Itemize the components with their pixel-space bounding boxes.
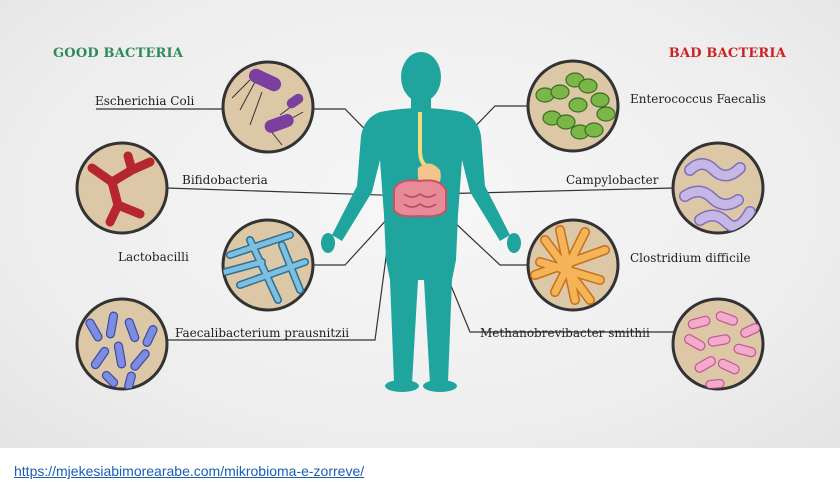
label-escherichia-coli: Escherichia Coli	[95, 94, 195, 108]
lactobacilli-circle	[221, 218, 315, 312]
label-faecalibacterium-prausnitzii: Faecalibacterium prausnitzii	[175, 326, 350, 340]
connector-lacto	[312, 204, 401, 266]
human-body	[321, 52, 521, 392]
source-link[interactable]: https://mjekesiabimorearabe.com/mikrobio…	[14, 463, 365, 479]
label-bifidobacteria: Bifidobacteria	[182, 173, 268, 187]
microbiome-figure: GOOD BACTERIA BAD BACTERIA Escherichia C…	[0, 0, 840, 448]
good-bacteria-heading: GOOD BACTERIA	[53, 46, 184, 61]
faecalibacterium-circle	[75, 297, 169, 391]
microbiome-diagram	[75, 52, 765, 392]
bifidobacteria-circle	[75, 141, 169, 235]
label-enterococcus-faecalis: Enterococcus Faecalis	[630, 92, 766, 106]
label-methanobrevibacter-smithii: Methanobrevibacter smithii	[480, 326, 650, 340]
digestive-system	[393, 112, 447, 218]
campylobacter-circle	[671, 141, 765, 235]
label-lactobacilli: Lactobacilli	[118, 250, 189, 264]
label-clostridium-difficile: Clostridium difficile	[630, 251, 751, 265]
enterococcus-circle	[526, 59, 620, 153]
connector-bifido	[165, 187, 411, 197]
connector-campylobacter	[431, 187, 675, 195]
ecoli-circle	[221, 60, 315, 154]
label-campylobacter: Campylobacter	[566, 173, 659, 187]
clostridium-circle	[526, 218, 620, 312]
bad-bacteria-heading: BAD BACTERIA	[668, 46, 786, 61]
methanobrevibacter-circle	[671, 297, 765, 391]
